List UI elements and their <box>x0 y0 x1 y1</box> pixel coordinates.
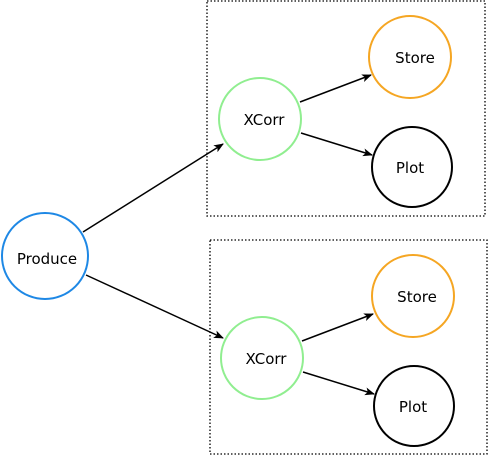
store-node-top: Store <box>368 15 452 99</box>
plot-node-top-label: Plot <box>396 159 424 177</box>
plot-node-bottom: Plot <box>373 365 455 447</box>
group-box-bottom <box>209 239 488 455</box>
xcorr-node-top-label: XCorr <box>244 111 286 129</box>
edge-produce-to-xcorr-bottom <box>85 274 224 339</box>
produce-node-circle <box>1 212 89 300</box>
xcorr-node-bottom-label: XCorr <box>246 350 288 368</box>
xcorr-node-bottom: XCorr <box>220 316 304 400</box>
edge-xcorr-to-store-bottom <box>301 313 374 342</box>
edge-produce-to-xcorr-top <box>82 143 224 233</box>
store-node-top-label: Store <box>395 49 435 67</box>
plot-node-bottom-label: Plot <box>399 398 427 416</box>
group-box-top <box>206 0 486 217</box>
produce-node-label: Produce <box>17 250 77 268</box>
plot-node-top: Plot <box>371 126 453 208</box>
store-node-bottom-label: Store <box>397 288 437 306</box>
edge-xcorr-to-plot-bottom <box>302 371 375 396</box>
xcorr-node-top: XCorr <box>218 77 302 161</box>
xcorr-node-top-circle <box>218 77 302 161</box>
store-node-bottom-circle <box>371 254 455 338</box>
edge-xcorr-to-plot-top <box>300 132 373 157</box>
store-node-top-circle <box>368 15 452 99</box>
produce-node: Produce <box>1 212 89 300</box>
edge-xcorr-to-store-top <box>299 74 372 103</box>
xcorr-node-bottom-circle <box>220 316 304 400</box>
store-node-bottom: Store <box>371 254 455 338</box>
plot-node-bottom-circle <box>373 365 455 447</box>
plot-node-top-circle <box>371 126 453 208</box>
